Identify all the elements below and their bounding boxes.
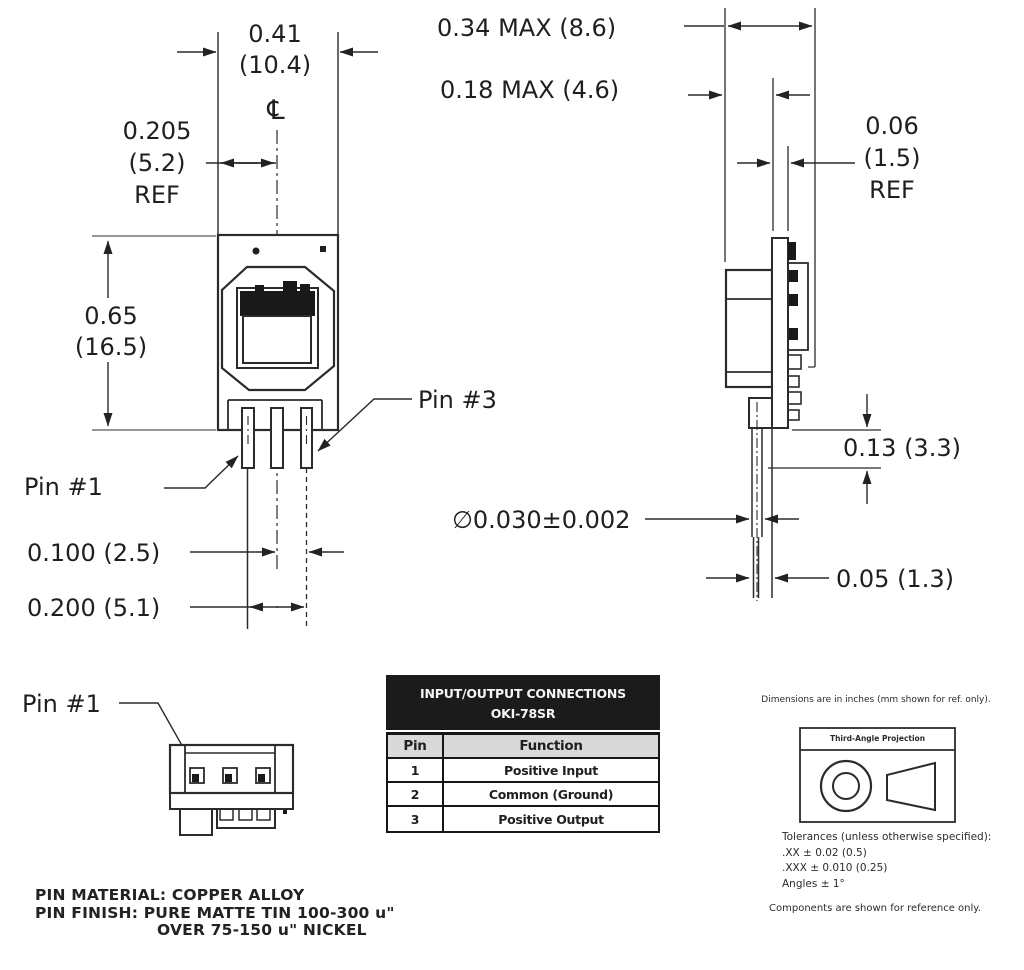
dim-pin-spacing2-label: 0.200 (5.1): [27, 594, 161, 622]
table-row: 1 Positive Input: [388, 759, 658, 783]
projection-title: Third-Angle Projection: [829, 734, 926, 743]
dim-pitch-ref-label: 0.205 (5.2) REF: [122, 117, 192, 209]
pin-socket-2: [222, 767, 238, 784]
pin-socket-1: [189, 767, 205, 784]
table-header-row: Pin Function: [388, 735, 658, 759]
pin1-leader: [164, 455, 239, 489]
pin3-label: Pin #3: [418, 386, 497, 414]
projection-circle-inner: [832, 772, 860, 800]
projection-circle-outer: [819, 759, 873, 813]
tolerance-xx: .XX ± 0.02 (0.5): [782, 846, 867, 859]
tolerances-note: Tolerances (unless otherwise specified):…: [782, 830, 991, 892]
pin1-front-label: Pin #1: [24, 473, 103, 501]
tab: [179, 808, 213, 836]
pin-finish-line: PIN FINISH: PURE MATTE TIN 100-300 u": [35, 903, 395, 922]
tolerances-heading: Tolerances (unless otherwise specified):: [782, 831, 992, 843]
pin-material-line: PIN MATERIAL: COPPER ALLOY: [35, 886, 305, 904]
reference-note: Components are shown for reference only.: [769, 903, 981, 914]
dim-pin-spacing1-label: 0.100 (2.5): [27, 539, 161, 567]
dim-overall-depth-label: 0.34 MAX (8.6): [437, 14, 617, 42]
dim-front-height-label: 0.65 (16.5): [74, 302, 148, 361]
component-outline: [787, 262, 809, 351]
pin-finish-line2: OVER 75-150 u" NICKEL: [157, 921, 367, 939]
cell-pin: 3: [388, 807, 444, 831]
projection-cone: [886, 761, 936, 812]
cell-pin: 1: [388, 759, 444, 781]
component: [789, 294, 798, 306]
cell-function: Common (Ground): [488, 786, 614, 802]
tooth: [256, 808, 271, 821]
io-connections-table: INPUT/OUTPUT CONNECTIONS OKI-78SR Pin Fu…: [386, 675, 660, 833]
dim-pin-diameter-label: ∅0.030±0.002: [452, 506, 631, 534]
component-outline: [787, 409, 800, 421]
connector-cavity: [242, 315, 312, 364]
pin-base: [227, 399, 323, 429]
third-angle-projection-symbol: [799, 727, 956, 823]
front-view: [92, 32, 412, 629]
cell-function: Positive Output: [498, 811, 604, 827]
octagon-recess: [220, 265, 336, 392]
tooth: [219, 808, 234, 821]
dim-pin-width-label: 0.05 (1.3): [836, 565, 954, 593]
tolerance-angles: Angles ± 1°: [782, 877, 845, 890]
base-strip: [169, 792, 294, 810]
cell-pin: 2: [388, 783, 444, 805]
pin-side-thin: [752, 537, 760, 598]
component: [789, 328, 798, 340]
component: [789, 270, 798, 282]
tolerance-xxx: .XXX ± 0.010 (0.25): [782, 862, 888, 874]
pin3-leader: [317, 398, 412, 452]
component-bump: [300, 284, 310, 291]
cell-function: Positive Input: [504, 762, 598, 778]
component-outline: [787, 375, 800, 388]
table-grid: Pin Function 1 Positive Input 2 Common (…: [386, 732, 660, 833]
pin-side: [751, 428, 763, 537]
dim-standoff-label: 0.13 (3.3): [843, 434, 961, 462]
col-header-pin: Pin: [388, 735, 444, 757]
heatsink-side: [724, 268, 774, 389]
component-bump: [283, 281, 297, 291]
projection-box: [799, 727, 956, 823]
pin-2: [270, 407, 284, 469]
dim-body-depth-label: 0.18 MAX (4.6): [440, 76, 620, 104]
component-outline: [787, 391, 802, 405]
dim-front-width-label: 0.41 (10.4): [238, 20, 312, 79]
units-note: Dimensions are in inches (mm shown for r…: [761, 695, 991, 705]
side-view: [645, 8, 881, 601]
connector-dark-band: [240, 291, 315, 316]
table-title: INPUT/OUTPUT CONNECTIONS OKI-78SR: [386, 675, 660, 730]
tab: [216, 808, 276, 829]
table-row: 3 Positive Output: [388, 807, 658, 831]
pin-shoulder: [748, 397, 773, 429]
table-title-line1: INPUT/OUTPUT CONNECTIONS: [420, 686, 626, 701]
mount-hole: [320, 246, 326, 252]
pin1-bottom-label: Pin #1: [22, 690, 101, 718]
tooth: [238, 808, 253, 821]
pcb-side: [771, 237, 789, 429]
pin-material-note: PIN MATERIAL: COPPER ALLOY PIN FINISH: P…: [35, 886, 395, 940]
table-title-line2: OKI-78SR: [490, 706, 556, 721]
component: [788, 242, 796, 260]
bottom-view: [119, 702, 295, 836]
pin-socket-3: [255, 767, 271, 784]
centerline-symbol: ℄: [267, 95, 285, 126]
component-outline: [787, 354, 802, 370]
mount-hole: [252, 247, 260, 255]
table-row: 2 Common (Ground): [388, 783, 658, 807]
component-bump: [255, 285, 264, 291]
dim-pcb-thickness-label: 0.06 (1.5) REF: [863, 112, 921, 204]
connector-outline: [236, 287, 319, 369]
col-header-function: Function: [519, 738, 583, 754]
